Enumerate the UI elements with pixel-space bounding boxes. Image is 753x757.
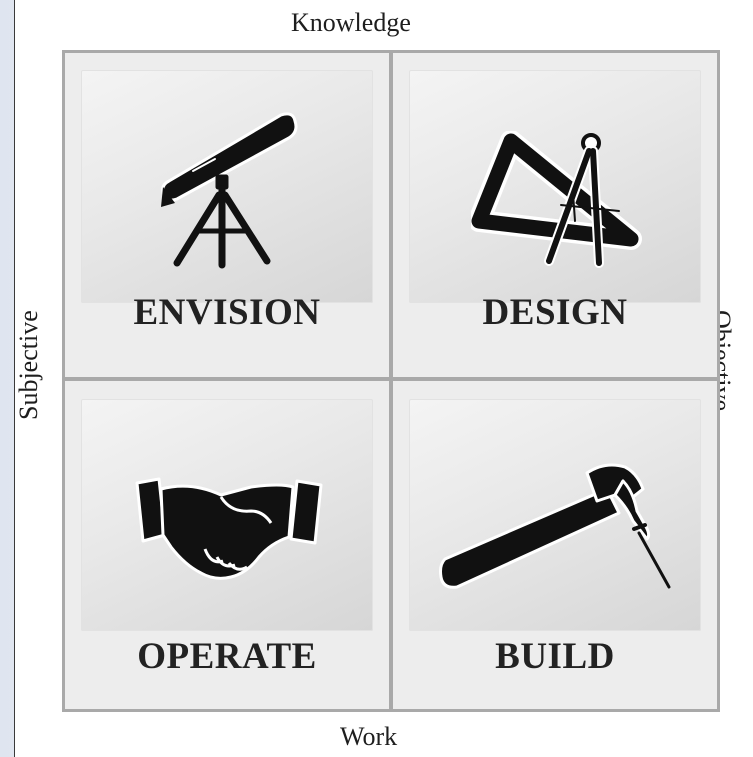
quadrant-divider-horizontal bbox=[62, 377, 720, 381]
hammer-icon bbox=[439, 463, 671, 589]
axis-label-left-wrap: Subjective bbox=[14, 310, 44, 420]
handshake-icon bbox=[135, 477, 323, 580]
quadrant-build: BUILD bbox=[393, 381, 717, 709]
quadrant-label-operate: OPERATE bbox=[137, 636, 317, 677]
quadrant-envision: ENVISION bbox=[65, 53, 389, 377]
quadrant-divider-vertical bbox=[389, 50, 393, 712]
axis-label-top: Knowledge bbox=[291, 8, 411, 37]
telescope-icon bbox=[161, 112, 298, 269]
axis-label-left: Subjective bbox=[14, 310, 43, 420]
quadrant-design: DESIGN bbox=[393, 53, 717, 377]
axis-label-bottom: Work bbox=[340, 722, 398, 751]
quadrant-label-envision: ENVISION bbox=[133, 292, 321, 333]
quadrant-label-design: DESIGN bbox=[482, 292, 628, 333]
quadrant-operate: OPERATE bbox=[65, 381, 389, 709]
quadrant-label-build: BUILD bbox=[495, 636, 615, 677]
drafting-tools-icon bbox=[471, 131, 642, 268]
